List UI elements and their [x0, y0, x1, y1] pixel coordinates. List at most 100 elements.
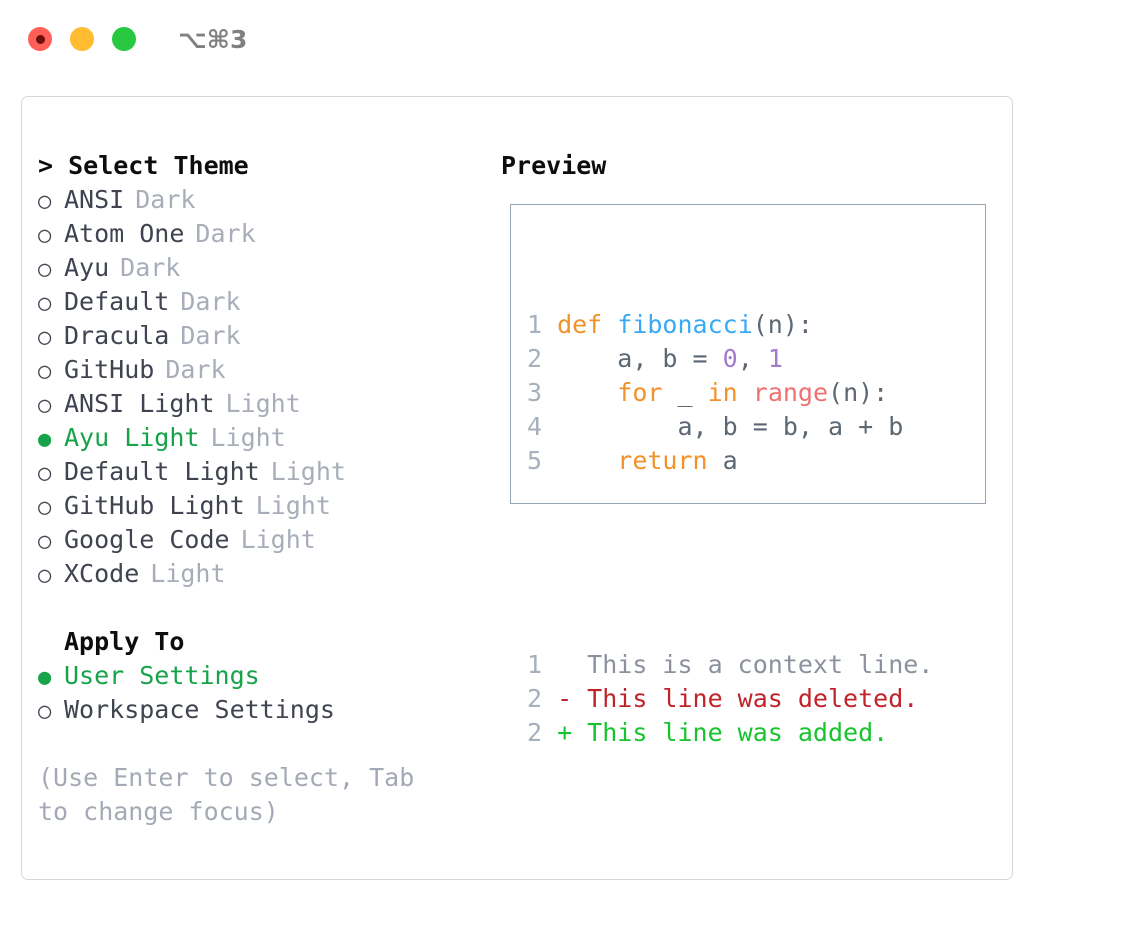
theme-option-label: XCode	[64, 559, 140, 588]
maximize-button[interactable]	[112, 27, 136, 51]
radio-unselected-icon: ○	[38, 563, 52, 588]
radio-unselected-icon: ○	[38, 257, 52, 282]
code-token: in	[707, 378, 738, 407]
code-token: a	[707, 446, 738, 475]
preview-header: Preview	[501, 151, 607, 180]
theme-variant-badge: Dark	[120, 253, 181, 282]
code-line: 2 a, b = 0, 1	[520, 342, 933, 376]
code-token: a, b =	[557, 344, 723, 373]
line-number: 1	[526, 650, 542, 679]
diff-line-ctx: 1 This is a context line.	[520, 648, 933, 682]
theme-variant-badge: Light	[210, 423, 286, 452]
line-number: 3	[526, 378, 542, 407]
code-token	[557, 378, 617, 407]
theme-option-label: Atom One	[64, 219, 185, 248]
theme-option-label: Ayu Light	[64, 423, 200, 452]
apply-to-header: ○ Apply To	[38, 625, 478, 659]
radio-unselected-icon: ○	[38, 325, 52, 350]
radio-unselected-icon: ○	[38, 699, 52, 724]
theme-variant-badge: Light	[240, 525, 316, 554]
code-token: 0	[722, 344, 738, 373]
close-icon	[35, 34, 45, 44]
theme-variant-badge: Dark	[195, 219, 256, 248]
diff-line-text: - This line was deleted.	[557, 684, 919, 713]
code-token: ,	[737, 344, 768, 373]
apply-to-option-workspace-settings[interactable]: ○Workspace Settings	[38, 693, 478, 727]
theme-option-github[interactable]: ○ GitHub Dark	[38, 353, 478, 387]
radio-unselected-icon: ○	[38, 223, 52, 248]
theme-variant-badge: Dark	[135, 185, 196, 214]
code-token: fibonacci	[617, 310, 753, 339]
keyboard-shortcut-label: ⌥⌘3	[178, 24, 248, 54]
code-line: 4 a, b = b, a + b	[520, 410, 933, 444]
theme-option-google-code[interactable]: ○ Google Code Light	[38, 523, 478, 557]
code-token: _	[662, 378, 708, 407]
radio-unselected-icon: ○	[38, 529, 52, 554]
theme-variant-badge: Dark	[165, 355, 226, 384]
code-token: for	[617, 378, 663, 407]
preview-column: Preview 1 def fibonacci(n):2 a, b = 0, 1…	[501, 149, 1001, 747]
line-number: 2	[526, 718, 542, 747]
diff-line-text: This is a context line.	[557, 650, 934, 679]
radio-unselected-icon: ○	[38, 495, 52, 520]
code-line: 3 for _ in range(n):	[520, 376, 933, 410]
theme-option-label: GitHub Light	[64, 491, 245, 520]
theme-variant-badge: Light	[150, 559, 226, 588]
code-token: def	[557, 310, 603, 339]
minimize-button[interactable]	[70, 27, 94, 51]
theme-variant-badge: Light	[270, 457, 346, 486]
theme-option-xcode[interactable]: ○ XCode Light	[38, 557, 478, 591]
code-token: 1	[767, 344, 783, 373]
code-line: 5 return a	[520, 444, 933, 478]
apply-to-option-user-settings[interactable]: ● User Settings	[38, 659, 478, 693]
theme-variant-badge: Light	[225, 389, 301, 418]
apply-to-marker-placeholder: ○	[38, 627, 64, 661]
theme-option-label: Default	[64, 287, 170, 316]
line-number: 2	[526, 684, 542, 713]
theme-option-label: ANSI	[64, 185, 125, 214]
diff-line-text: + This line was added.	[557, 718, 889, 747]
list-spacer	[38, 591, 478, 625]
code-line: 1 def fibonacci(n):	[520, 308, 933, 342]
diff-sample: 1 This is a context line.2 - This line w…	[520, 648, 933, 750]
theme-option-label: ANSI Light	[64, 389, 215, 418]
diff-line-add: 2 + This line was added.	[520, 716, 933, 750]
close-button[interactable]	[28, 27, 52, 51]
theme-variant-badge: Dark	[180, 321, 241, 350]
radio-unselected-icon: ○	[38, 359, 52, 384]
theme-option-ansi[interactable]: ○ ANSI Dark	[38, 183, 478, 217]
code-token: range	[752, 378, 829, 407]
line-number: 1	[526, 310, 542, 339]
line-number: 5	[526, 446, 542, 475]
radio-unselected-icon: ○	[38, 189, 52, 214]
theme-variant-badge: Light	[255, 491, 331, 520]
select-theme-header: > Select Theme	[38, 151, 249, 180]
apply-to-label: Apply To	[64, 627, 185, 656]
line-number: 2	[526, 344, 542, 373]
radio-selected-icon: ●	[38, 665, 52, 690]
theme-option-label: Google Code	[64, 525, 230, 554]
theme-option-label: GitHub	[64, 355, 155, 384]
code-diff-separator	[520, 546, 933, 580]
theme-option-atom-one[interactable]: ○ Atom One Dark	[38, 217, 478, 251]
title-bar: ⌥⌘3	[0, 0, 1140, 78]
code-token: (n):	[828, 378, 889, 407]
theme-option-github-light[interactable]: ○ GitHub Light Light	[38, 489, 478, 523]
radio-unselected-icon: ○	[38, 461, 52, 486]
code-token: return	[617, 446, 708, 475]
code-token	[602, 310, 617, 339]
theme-variant-badge: Dark	[180, 287, 241, 316]
apply-to-option-label: User Settings	[64, 661, 260, 690]
line-number: 4	[526, 412, 542, 441]
